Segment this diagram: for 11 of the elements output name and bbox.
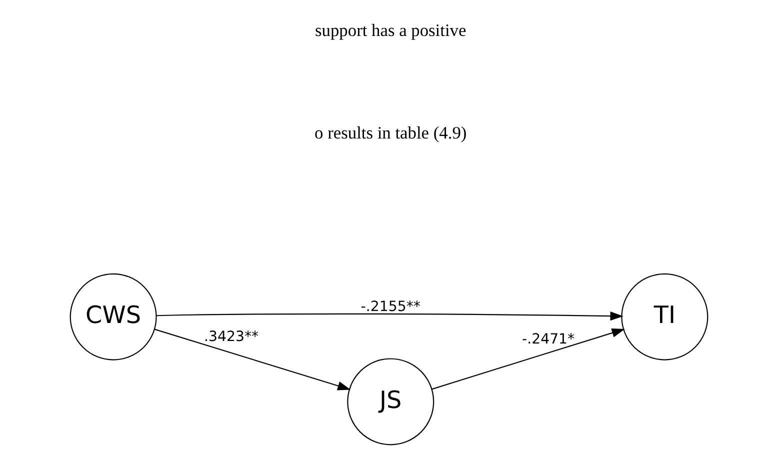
edge-label: -.2155** bbox=[360, 298, 420, 315]
arrow bbox=[154, 328, 351, 390]
arrow bbox=[156, 311, 624, 321]
edge-label: .3423** bbox=[204, 329, 259, 346]
edge-label: -.2471* bbox=[522, 331, 575, 348]
label: o results in table (4.9) bbox=[314, 122, 467, 142]
node-circle: JS bbox=[347, 358, 434, 446]
node-circle: CWS bbox=[70, 273, 157, 360]
node-circle: TI bbox=[621, 273, 708, 360]
label: support has a positive bbox=[315, 20, 466, 40]
arrow bbox=[432, 328, 625, 390]
